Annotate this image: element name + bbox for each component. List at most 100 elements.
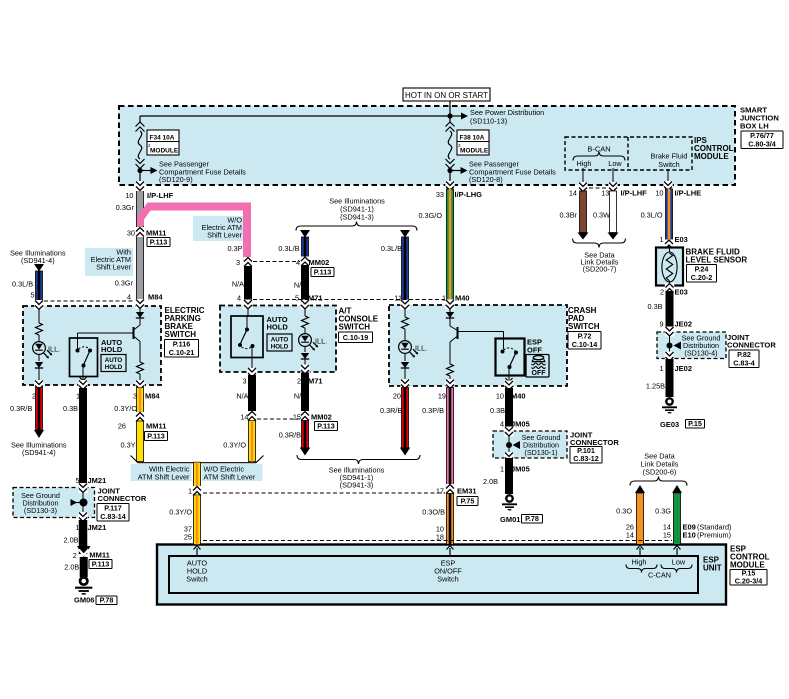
svg-text:Brake Fluid: Brake Fluid <box>651 152 688 161</box>
svg-text:P.116: P.116 <box>173 339 190 348</box>
svg-text:4: 4 <box>127 293 131 302</box>
svg-text:0.3W: 0.3W <box>593 211 610 220</box>
svg-text:See Illuminations: See Illuminations <box>329 466 385 475</box>
svg-text:5: 5 <box>30 291 34 300</box>
svg-text:SMART: SMART <box>740 106 767 115</box>
svg-text:0.3Y/O: 0.3Y/O <box>223 441 246 450</box>
svg-text:UNIT: UNIT <box>703 564 722 573</box>
svg-text:0.3P/B: 0.3P/B <box>422 406 444 415</box>
svg-text:F34 10A: F34 10A <box>150 135 175 142</box>
svg-text:C.80-3/4: C.80-3/4 <box>748 140 776 149</box>
svg-text:E10: E10 <box>683 531 696 540</box>
svg-text:3: 3 <box>458 143 461 148</box>
svg-text:2: 2 <box>73 551 77 560</box>
svg-text:M40: M40 <box>511 392 526 401</box>
svg-text:0.3G: 0.3G <box>655 507 671 516</box>
svg-text:N/A: N/A <box>294 392 306 401</box>
svg-text:BOX LH: BOX LH <box>740 122 769 131</box>
svg-text:ILL.: ILL. <box>48 345 60 354</box>
svg-text:AUTO: AUTO <box>267 315 288 324</box>
svg-text:5: 5 <box>75 476 79 485</box>
svg-text:P.113: P.113 <box>314 268 331 277</box>
svg-text:See Illuminations: See Illuminations <box>11 441 67 450</box>
svg-text:Link Details: Link Details <box>581 258 619 267</box>
svg-text:AUTO: AUTO <box>271 337 289 344</box>
svg-text:IPS: IPS <box>694 136 708 145</box>
svg-text:13: 13 <box>601 189 609 198</box>
svg-text:M84: M84 <box>145 392 160 401</box>
svg-text:OFF: OFF <box>527 346 542 355</box>
svg-text:M84: M84 <box>148 293 163 302</box>
svg-text:P.101: P.101 <box>577 446 595 455</box>
svg-text:M71: M71 <box>308 377 323 386</box>
svg-text:0.3B: 0.3B <box>647 302 662 311</box>
svg-text:C.83-4: C.83-4 <box>733 359 755 368</box>
svg-text:5: 5 <box>295 294 299 303</box>
svg-text:3: 3 <box>133 392 137 401</box>
svg-text:M40: M40 <box>455 294 470 303</box>
svg-text:(SD941-4): (SD941-4) <box>22 448 56 457</box>
svg-text:4: 4 <box>500 420 504 429</box>
svg-text:0.3R/B: 0.3R/B <box>380 406 402 415</box>
svg-text:(SD110-13): (SD110-13) <box>470 117 507 126</box>
svg-text:CONNECTOR: CONNECTOR <box>570 438 619 447</box>
svg-text:N/A: N/A <box>232 280 244 289</box>
svg-text:CONTROL: CONTROL <box>730 553 770 562</box>
svg-text:MM11: MM11 <box>89 551 109 560</box>
svg-text:14: 14 <box>626 531 634 540</box>
svg-text:See Data: See Data <box>644 452 675 461</box>
svg-text:AUTO: AUTO <box>105 357 123 364</box>
svg-text:SWITCH: SWITCH <box>568 322 600 331</box>
svg-text:P.113: P.113 <box>317 422 334 431</box>
svg-text:CONNECTOR: CONNECTOR <box>98 494 147 503</box>
svg-text:9: 9 <box>659 320 663 329</box>
svg-text:2: 2 <box>32 392 36 401</box>
svg-text:E09: E09 <box>683 523 696 532</box>
svg-text:Compartment Fuse Details: Compartment Fuse Details <box>159 168 246 177</box>
svg-text:ATM Shift Lever: ATM Shift Lever <box>138 472 190 481</box>
svg-text:(SD200-7): (SD200-7) <box>583 265 617 274</box>
svg-text:See Illuminations: See Illuminations <box>329 197 385 206</box>
svg-text:C.10-19: C.10-19 <box>343 333 369 342</box>
svg-text:ESP: ESP <box>527 338 542 347</box>
svg-text:Low: Low <box>608 159 622 168</box>
svg-text:0.3O/B: 0.3O/B <box>422 508 445 517</box>
svg-text:P.15: P.15 <box>688 419 702 428</box>
svg-text:(SD941-3): (SD941-3) <box>340 213 374 222</box>
svg-text:4: 4 <box>237 294 241 303</box>
svg-text:ILL.: ILL. <box>415 344 427 353</box>
svg-text:0.3Gr: 0.3Gr <box>116 203 135 212</box>
svg-text:20: 20 <box>393 392 401 401</box>
svg-text:P.117: P.117 <box>104 503 121 512</box>
svg-text:Switch: Switch <box>437 575 459 584</box>
svg-text:See Data: See Data <box>584 251 615 260</box>
svg-text:(Premium): (Premium) <box>697 531 731 540</box>
svg-text:High: High <box>631 558 646 567</box>
svg-text:ESP: ESP <box>703 556 720 565</box>
svg-text:(SD120-9): (SD120-9) <box>159 175 193 184</box>
svg-text:OFF: OFF <box>532 370 547 377</box>
svg-text:(SD130-3): (SD130-3) <box>24 506 57 515</box>
svg-text:F38 10A: F38 10A <box>460 135 485 142</box>
svg-text:MODULE: MODULE <box>694 152 729 161</box>
svg-text:Shift Lever: Shift Lever <box>207 231 242 240</box>
svg-text:E03: E03 <box>675 288 688 297</box>
svg-text:3: 3 <box>236 258 240 267</box>
svg-text:0.3Y: 0.3Y <box>120 441 135 450</box>
svg-text:CRASH: CRASH <box>568 306 597 315</box>
svg-text:JE02: JE02 <box>675 320 693 329</box>
svg-text:37: 37 <box>184 525 192 534</box>
svg-text:MODULE: MODULE <box>460 148 489 155</box>
svg-text:0.3R/B: 0.3R/B <box>279 431 301 440</box>
svg-text:(SD941-1): (SD941-1) <box>340 473 374 482</box>
svg-text:I/P-LHF: I/P-LHF <box>147 191 174 200</box>
svg-text:C.20-3/4: C.20-3/4 <box>735 576 763 585</box>
svg-text:High: High <box>576 159 591 168</box>
svg-text:SWITCH: SWITCH <box>165 330 197 339</box>
svg-text:Low: Low <box>672 558 686 567</box>
svg-text:1: 1 <box>659 364 663 373</box>
svg-text:25: 25 <box>184 533 192 542</box>
svg-text:Shift Lever: Shift Lever <box>96 263 131 272</box>
svg-text:1: 1 <box>500 465 504 474</box>
svg-text:2.0B: 2.0B <box>63 536 78 545</box>
